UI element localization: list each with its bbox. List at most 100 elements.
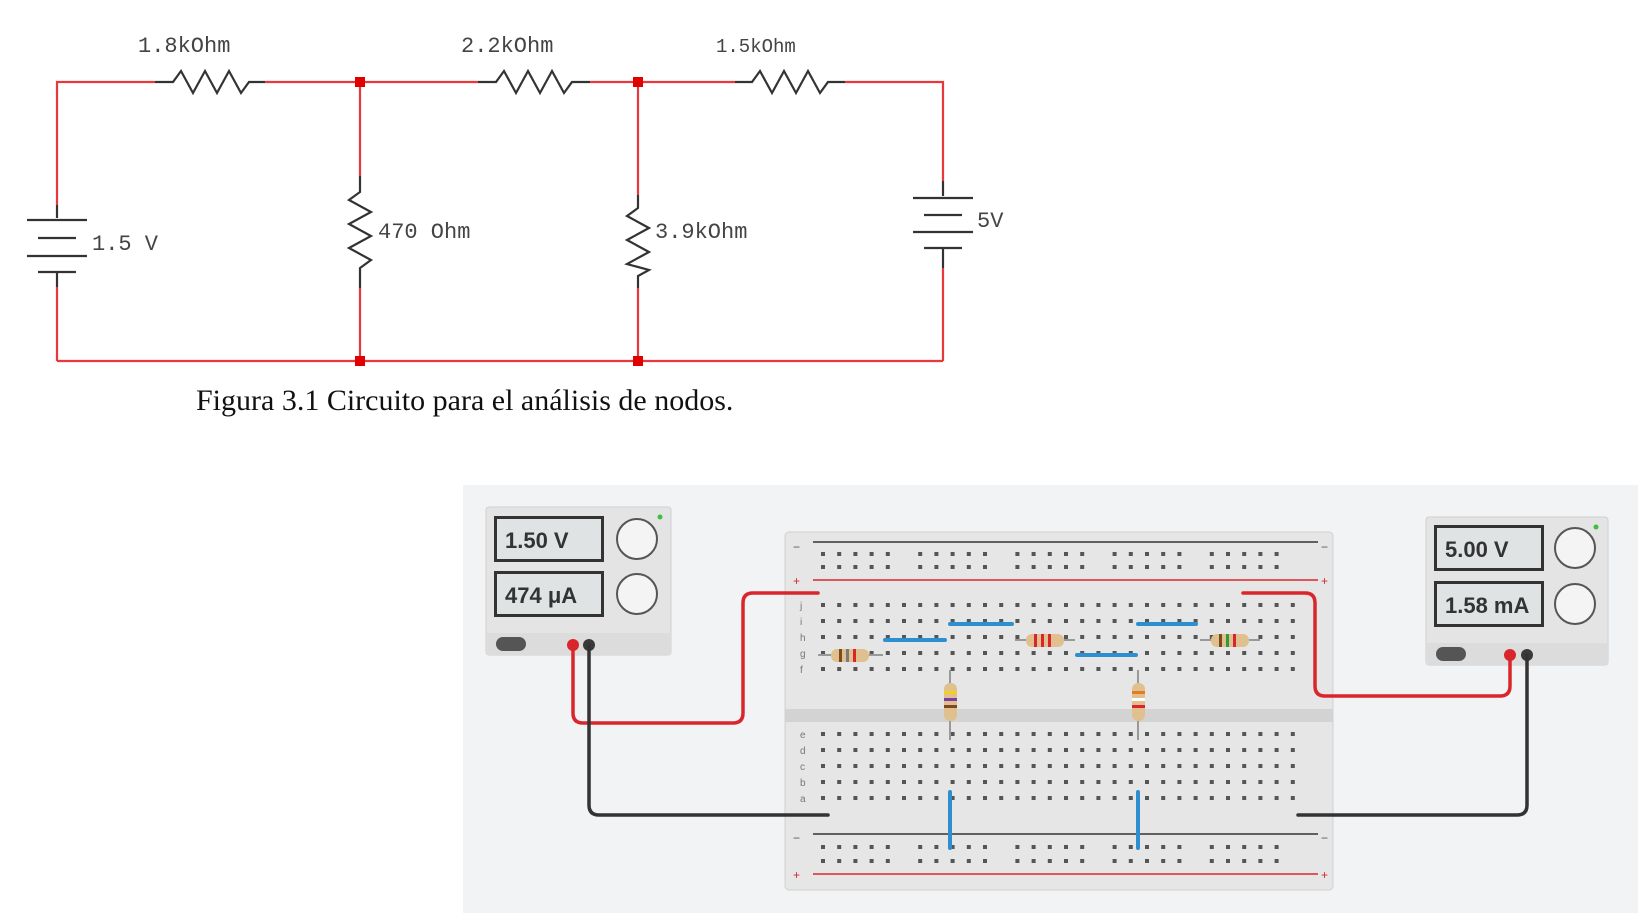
breadboard-hole[interactable] [1209,748,1214,752]
breadboard-hole[interactable] [821,635,825,639]
breadboard-hole[interactable] [1015,651,1020,655]
breadboard-hole[interactable] [983,619,987,623]
breadboard-hole[interactable] [918,667,923,671]
breadboard-hole[interactable] [1242,859,1247,863]
breadboard-hole[interactable] [983,667,987,671]
breadboard-hole[interactable] [1128,764,1133,768]
breadboard-hole[interactable] [1177,796,1182,800]
breadboard-hole[interactable] [1209,764,1214,768]
breadboard-hole[interactable] [1258,603,1263,607]
breadboard-hole[interactable] [1031,565,1036,569]
breadboard-hole[interactable] [918,635,923,639]
breadboard-hole[interactable] [902,780,906,784]
breadboard-hole[interactable] [1031,651,1036,655]
breadboard-hole[interactable] [999,635,1004,639]
breadboard-hole[interactable] [1161,780,1166,784]
breadboard-hole[interactable] [1112,764,1117,768]
breadboard-hole[interactable] [869,859,874,863]
breadboard-hole[interactable] [1080,796,1085,800]
breadboard-hole[interactable] [837,552,842,556]
breadboard-hole[interactable] [950,552,955,556]
breadboard-hole[interactable] [1258,859,1263,863]
breadboard-hole[interactable] [918,845,923,849]
breadboard-hole[interactable] [1145,635,1149,639]
breadboard-hole[interactable] [1209,859,1214,863]
breadboard-hole[interactable] [1161,764,1166,768]
breadboard-hole[interactable] [1080,603,1085,607]
breadboard-hole[interactable] [869,845,874,849]
breadboard-hole[interactable] [869,565,874,569]
breadboard-hole[interactable] [1015,552,1020,556]
breadboard-hole[interactable] [821,859,825,863]
current-knob-right[interactable] [1554,583,1596,625]
breadboard-hole[interactable] [1047,565,1052,569]
breadboard-hole[interactable] [1031,859,1036,863]
breadboard-hole[interactable] [1242,748,1247,752]
breadboard-hole[interactable] [1226,748,1230,752]
breadboard-hole[interactable] [1096,667,1101,671]
breadboard-hole[interactable] [869,764,874,768]
breadboard-hole[interactable] [1112,780,1117,784]
breadboard-hole[interactable] [1226,651,1230,655]
breadboard-hole[interactable] [885,748,890,752]
breadboard-hole[interactable] [1242,619,1247,623]
breadboard-hole[interactable] [1080,748,1085,752]
breadboard-hole[interactable] [966,764,971,768]
breadboard-hole[interactable] [1064,603,1068,607]
breadboard-hole[interactable] [869,780,874,784]
breadboard-hole[interactable] [885,552,890,556]
breadboard-hole[interactable] [885,565,890,569]
breadboard-hole[interactable] [1177,552,1182,556]
breadboard-hole[interactable] [950,780,955,784]
breadboard-hole[interactable] [1242,667,1247,671]
breadboard-hole[interactable] [1290,764,1295,768]
breadboard-hole[interactable] [837,859,842,863]
breadboard-hole[interactable] [1096,619,1101,623]
breadboard-hole[interactable] [1015,859,1020,863]
breadboard-hole[interactable] [1064,667,1068,671]
breadboard-hole[interactable] [869,748,874,752]
breadboard-hole[interactable] [1145,667,1149,671]
breadboard-hole[interactable] [1047,667,1052,671]
breadboard-hole[interactable] [1161,796,1166,800]
breadboard-hole[interactable] [918,651,923,655]
breadboard-hole[interactable] [837,635,842,639]
breadboard-hole[interactable] [821,565,825,569]
breadboard-hole[interactable] [1209,845,1214,849]
breadboard-hole[interactable] [885,764,890,768]
breadboard-hole[interactable] [918,780,923,784]
breadboard-hole[interactable] [1145,552,1149,556]
breadboard-hole[interactable] [934,845,939,849]
breadboard-hole[interactable] [837,796,842,800]
breadboard-hole[interactable] [1112,667,1117,671]
breadboard-hole[interactable] [869,732,874,736]
breadboard-hole[interactable] [1290,619,1295,623]
breadboard-hole[interactable] [918,764,923,768]
breadboard-hole[interactable] [1015,845,1020,849]
breadboard-hole[interactable] [1047,796,1052,800]
breadboard-hole[interactable] [1080,845,1085,849]
breadboard-hole[interactable] [1258,764,1263,768]
breadboard-hole[interactable] [966,552,971,556]
breadboard-hole[interactable] [934,780,939,784]
breadboard-hole[interactable] [902,635,906,639]
breadboard-hole[interactable] [1145,732,1149,736]
breadboard-hole[interactable] [966,748,971,752]
breadboard-hole[interactable] [1193,651,1198,655]
breadboard-hole[interactable] [983,565,987,569]
breadboard-hole[interactable] [885,796,890,800]
breadboard-hole[interactable] [1258,552,1263,556]
breadboard-hole[interactable] [1064,635,1068,639]
breadboard-hole[interactable] [821,780,825,784]
current-knob-left[interactable] [616,573,658,615]
breadboard-hole[interactable] [1161,603,1166,607]
breadboard-hole[interactable] [1145,764,1149,768]
breadboard-hole[interactable] [1064,845,1068,849]
breadboard-hole[interactable] [1193,619,1198,623]
breadboard-hole[interactable] [885,603,890,607]
breadboard-hole[interactable] [853,764,858,768]
breadboard-hole[interactable] [1274,859,1279,863]
voltage-knob-left[interactable] [616,518,658,560]
breadboard-hole[interactable] [837,732,842,736]
breadboard-hole[interactable] [1112,748,1117,752]
